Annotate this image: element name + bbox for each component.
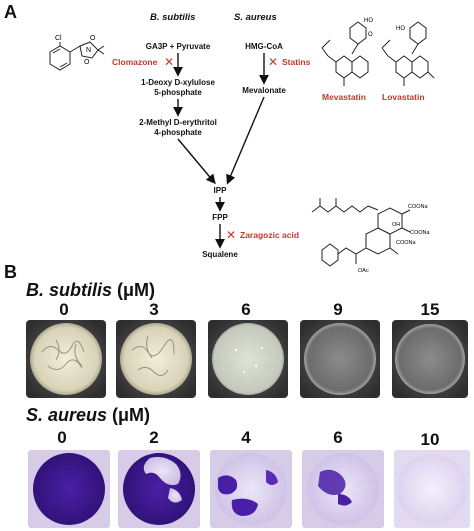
saur-conc-1: 2 [149,428,159,447]
saureus-header: S. aureus [234,12,277,23]
arrow-mevalonate-to-ipp [226,96,265,185]
bsubtilis-assay-organism: B. subtilis [26,280,113,300]
saur-conc-0: 0 [57,428,67,447]
zaragozic-coona-3: COONa [396,240,417,246]
zaragozic-inhibit-mark: ✕ [226,228,237,242]
bsub-well-2 [208,320,288,398]
saur-well-4 [394,450,470,528]
arrow-mep-to-ipp [177,138,216,185]
clomazone-label: Clomazone [112,57,158,67]
clomazone-o2: O [84,59,90,66]
node-fpp: FPP [212,213,228,222]
clomazone-n: N [86,47,91,54]
bsub-conc-4: 15 [420,300,440,319]
bsub-well-0 [26,320,106,398]
saureus-assay-unit: (μM) [107,405,151,425]
bsub-well-3 [300,320,380,398]
saur-well-2 [210,450,292,528]
zaragozic-label: Zaragozic acid [240,230,300,240]
mevastatin-o: O [368,32,373,38]
bsubtilis-assay-title: B. subtilis (μM) [26,280,155,301]
saur-well-3 [302,450,384,528]
node-dxp-line1: 1-Deoxy D-xylulose [141,78,215,87]
saur-well-0 [28,450,110,528]
lovastatin-ho: HO [396,26,405,32]
saur-conc-2: 4 [241,428,251,447]
mevastatin-label: Mevastatin [322,92,366,102]
bsub-well-4 [392,320,468,398]
saureus-assay-title: S. aureus (μM) [26,405,150,426]
saureus-assay-organism: S. aureus [26,405,108,425]
bsub-conc-1: 3 [149,300,159,319]
node-hmg-coa: HMG-CoA [245,42,283,51]
bsubtilis-header: B. subtilis [150,12,196,23]
statins-inhibit-mark: ✕ [268,55,279,69]
node-squalene: Squalene [202,250,238,259]
saur-conc-4: 10 [420,430,440,449]
bsub-conc-2: 6 [241,300,251,319]
clomazone-o: O [90,35,96,42]
panel-a-label: A [4,2,17,22]
lovastatin-label: Lovastatin [382,92,425,102]
node-mevalonate: Mevalonate [242,86,286,95]
mevastatin-structure [321,21,369,86]
clomazone-inhibit-mark: ✕ [164,55,175,69]
bsub-conc-0: 0 [59,300,69,319]
zaragozic-oac: OAc [358,268,369,274]
bsubtilis-assay-unit: (μM) [112,280,156,300]
node-ipp: IPP [213,186,227,195]
panel-b-label: B [4,262,17,282]
zaragozic-coona-1: COONa [408,204,429,210]
clomazone-structure [49,41,105,71]
lovastatin-structure [381,21,435,86]
saur-conc-3: 6 [333,428,343,447]
node-dxp-line2: 5-phosphate [154,88,202,97]
saur-well-1 [118,450,200,528]
zaragozic-acid-structure [311,198,411,267]
bsub-well-1 [116,320,196,398]
statins-label: Statins [282,57,311,67]
zaragozic-oh: OH [392,222,400,228]
bsub-conc-3: 9 [333,300,343,319]
zaragozic-coona-2: COONa [410,230,431,236]
node-ga3p-pyruvate: GA3P + Pyruvate [145,42,211,51]
clomazone-cl: Cl [55,35,62,42]
node-mep-line2: 4-phosphate [154,128,202,137]
node-mep-line1: 2-Methyl D-erythritol [139,118,217,127]
mevastatin-ho: HO [364,18,373,24]
